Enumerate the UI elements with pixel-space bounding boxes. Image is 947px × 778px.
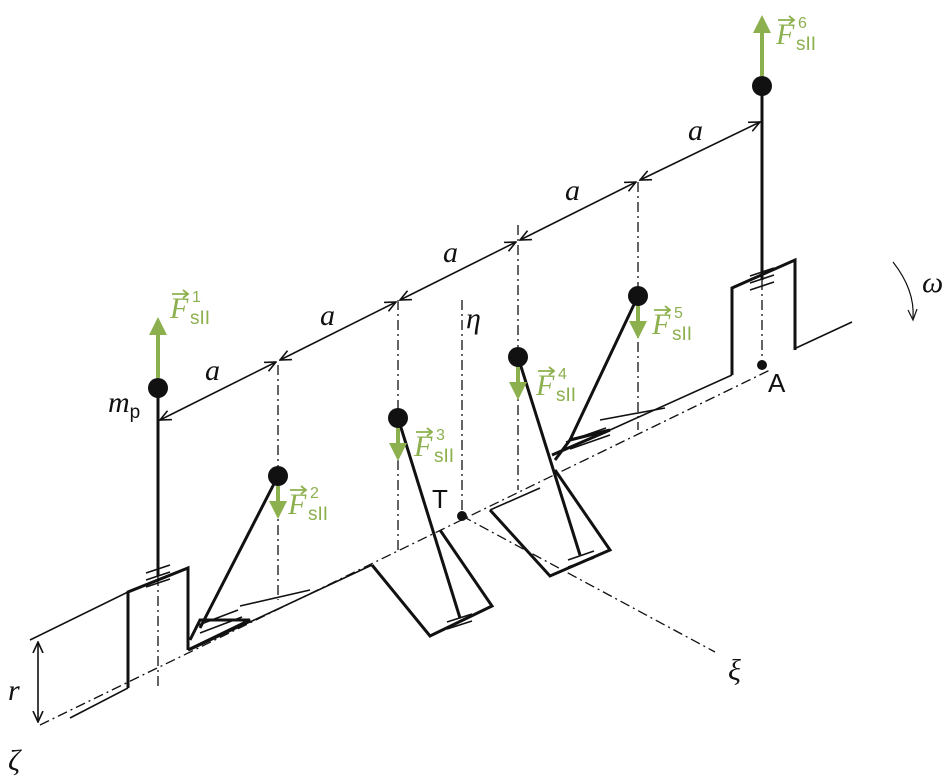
omega-label: ω: [922, 266, 943, 299]
crank-2: [187, 365, 311, 652]
point-a-marker: [757, 360, 767, 370]
crank-4: [488, 225, 613, 578]
radius-label: r: [8, 674, 20, 707]
force-vector-mark-6: [778, 15, 796, 25]
point-a-label: A: [768, 368, 786, 398]
crank-5: [551, 182, 666, 461]
force-vector-mark-1: [172, 289, 190, 299]
center-t-label: T: [432, 484, 448, 514]
center-t-marker: [457, 511, 467, 521]
xi-label: ξ: [728, 654, 741, 687]
radius-dimension: r: [8, 642, 38, 722]
xi-axis: [461, 515, 716, 653]
spacing-label-4: a: [565, 174, 580, 207]
mass-label: mp: [108, 386, 140, 423]
rotation-indicator: ω: [892, 261, 943, 322]
spacing-label-2: a: [320, 299, 335, 332]
crank-1: [126, 378, 190, 690]
force-vector-mark-5: [654, 305, 672, 315]
zeta-label: ζ: [8, 744, 22, 777]
shaft-axis: [39, 369, 771, 726]
shaft-outline: [29, 321, 853, 719]
eta-label: η: [466, 302, 481, 335]
spacing-dimensions: a a a a a: [160, 114, 760, 420]
force-vector-mark-2: [290, 485, 308, 495]
spacing-label-5: a: [688, 114, 703, 147]
force-vector-mark-4: [538, 366, 556, 376]
spacing-label-1: a: [205, 354, 220, 387]
spacing-label-3: a: [443, 236, 458, 269]
force-arrows: [149, 15, 771, 519]
force-vector-mark-3: [416, 427, 434, 437]
crank-3: [370, 300, 495, 638]
crank-6: [730, 76, 797, 375]
